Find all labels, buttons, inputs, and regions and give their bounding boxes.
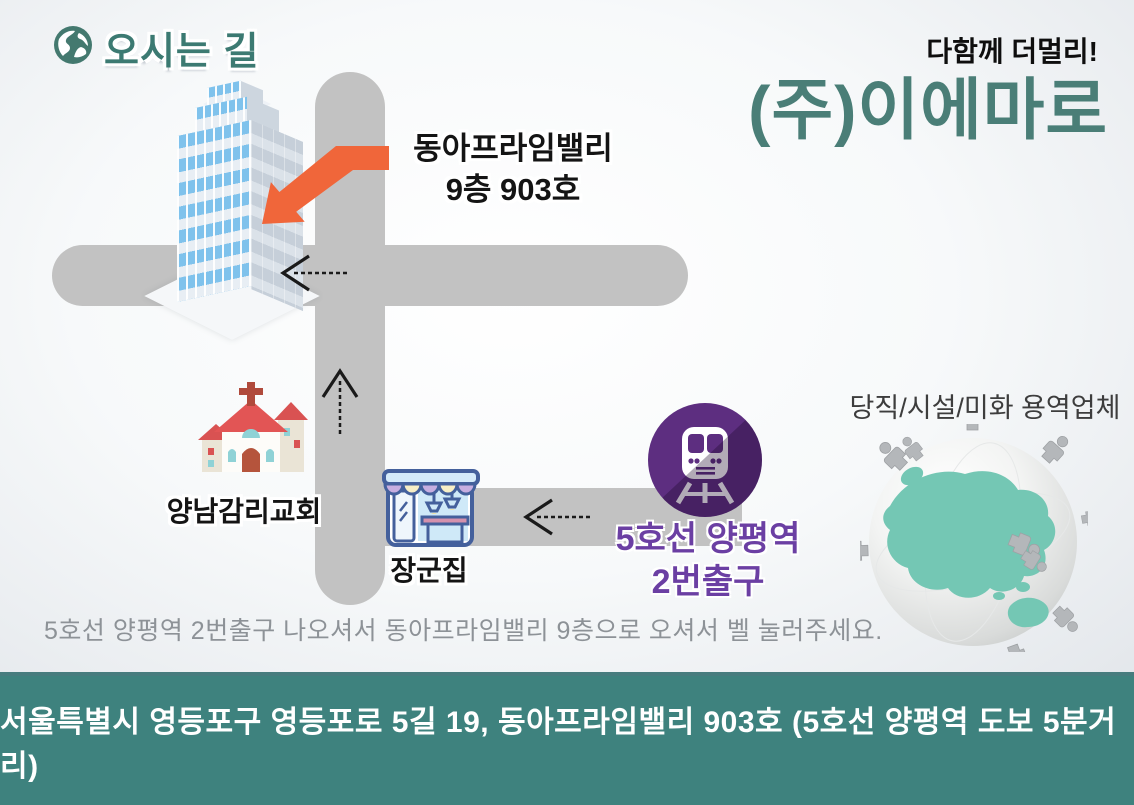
church-icon — [198, 382, 308, 472]
address-text: 서울특별시 영등포구 영등포로 5길 19, 동아프라임밸리 903호 (5호선… — [0, 705, 1117, 783]
company-name: (주)이에마로 — [748, 73, 1108, 148]
store-label: 장군집 — [390, 555, 468, 586]
route-arrow-left-icon — [280, 254, 347, 292]
destination-arrow-icon — [262, 146, 389, 224]
globe-people-illustration — [860, 424, 1088, 652]
page-title: 오시는 길 — [104, 31, 260, 73]
services-caption: 당직/시설/미화 용역업체 — [849, 393, 1121, 423]
building-label: 동아프라임밸리 9층 903호 — [382, 128, 644, 210]
globe-icon — [54, 26, 92, 64]
building-label-line2: 9층 903호 — [445, 172, 581, 207]
building-label-line1: 동아프라임밸리 — [413, 131, 613, 166]
subway-label-line1: 5호선 양평역 — [615, 520, 801, 558]
company-slogan: 다함께 더멀리! — [926, 36, 1098, 67]
church-label: 양남감리교회 — [166, 496, 322, 527]
directions-note: 5호선 양평역 2번출구 나오셔서 동아프라임밸리 9층으로 오셔서 벨 눌러주… — [44, 617, 883, 645]
address-bar: 서울특별시 영등포구 영등포로 5길 19, 동아프라임밸리 903호 (5호선… — [0, 672, 1134, 805]
route-arrow-left2-icon — [523, 498, 590, 536]
subway-label: 5호선 양평역 2번출구 — [598, 518, 818, 604]
store-icon — [382, 469, 480, 547]
subway-label-line2: 2번출구 — [651, 563, 765, 601]
route-arrow-up-icon — [321, 368, 359, 434]
subway-station-icon — [648, 403, 762, 517]
